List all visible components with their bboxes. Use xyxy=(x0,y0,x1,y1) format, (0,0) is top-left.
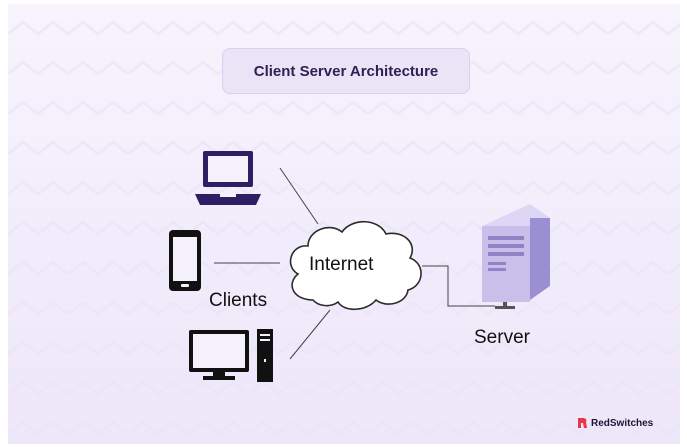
laptop-connector xyxy=(279,167,319,225)
smartphone-icon xyxy=(169,230,201,291)
desktop-connector xyxy=(289,309,331,360)
laptop-icon xyxy=(195,151,261,205)
desktop-computer-icon xyxy=(189,329,273,382)
cloud-icon xyxy=(289,220,422,311)
brand-name: RedSwitches xyxy=(591,417,654,429)
diagram-canvas: Client Server Architecture Clients Inter… xyxy=(8,4,680,444)
redswitches-logo: RedSwitches xyxy=(577,417,653,429)
clients-label: Clients xyxy=(209,290,268,311)
diagram-title-text: Client Server Architecture xyxy=(253,62,439,80)
server-label: Server xyxy=(474,327,530,348)
internet-label: Internet xyxy=(309,254,374,275)
server-tower-icon xyxy=(482,204,550,309)
redswitches-logo-icon xyxy=(578,418,587,428)
diagram-title: Client Server Architecture xyxy=(222,48,470,94)
server-connector xyxy=(422,265,495,307)
